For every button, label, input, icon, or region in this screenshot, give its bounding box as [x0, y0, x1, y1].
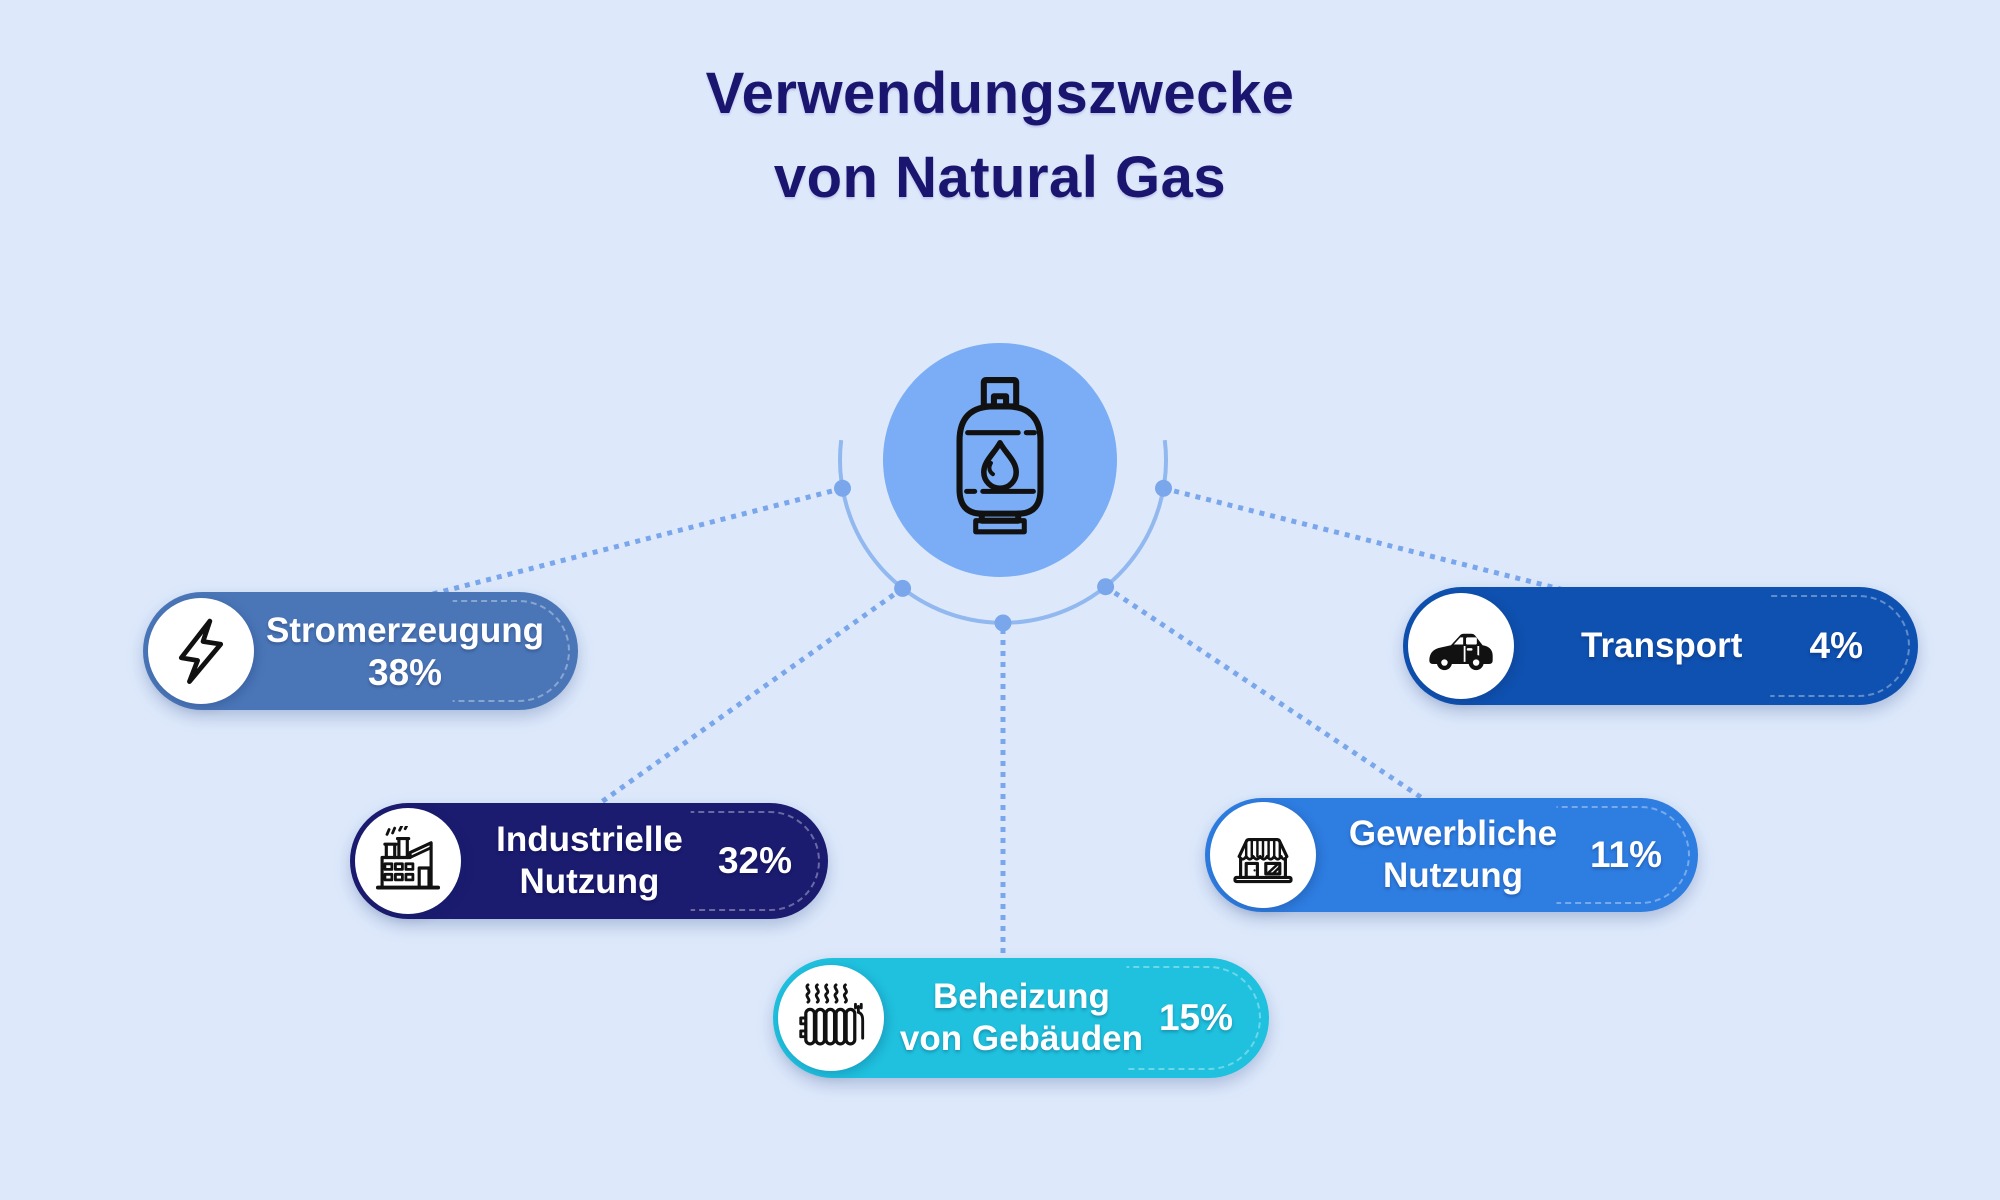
gas-cylinder-icon: [956, 377, 1044, 535]
gas-cylinder-hub: [883, 343, 1117, 577]
pill-label: Gewerbliche Nutzung: [1348, 814, 1558, 895]
page-title: Verwendungszwecke von Natural Gas: [0, 52, 2000, 220]
connector-gewerbliche: [1104, 584, 1442, 813]
pill-percent: 38%: [367, 652, 443, 693]
pill-label: Industrielle Nutzung: [496, 820, 683, 901]
pill-label: Beheizung von Gebäuden: [899, 977, 1144, 1058]
pill-beheizung: Beheizung von Gebäuden 15%: [773, 958, 1269, 1078]
pill-label: Stromerzeugung: [265, 611, 545, 650]
page-title-line1: Verwendungszwecke: [705, 61, 1295, 126]
factory-icon: [375, 826, 441, 890]
pill-label: Transport: [1581, 626, 1743, 665]
connector-stromerzeugung: [389, 485, 844, 608]
pill-percent: 15%: [1158, 997, 1233, 1038]
car-icon: [1429, 633, 1493, 671]
lightning-icon: [178, 618, 224, 684]
pill-percent: 32%: [717, 840, 792, 881]
pill-industrielle-nutzung: Industrielle Nutzung 32%: [350, 803, 828, 919]
icon-badge: [778, 965, 884, 1071]
pill-percent: 11%: [1589, 834, 1662, 875]
radiator-icon: [799, 983, 865, 1046]
pill-stromerzeugung: Stromerzeugung 38%: [143, 592, 578, 710]
connector-industrielle: [553, 586, 905, 838]
storefront-icon: [1233, 838, 1293, 884]
icon-badge: [355, 808, 461, 914]
pill-transport: Transport 4%: [1403, 587, 1918, 705]
page-title-line2: von Natural Gas: [773, 145, 1227, 210]
arc-node-dots: [834, 479, 1172, 632]
icon-badge: [1408, 593, 1514, 699]
pill-gewerbliche-nutzung: Gewerbliche Nutzung 11%: [1205, 798, 1698, 912]
pill-percent: 4%: [1809, 625, 1863, 666]
icon-badge: [148, 598, 254, 704]
icon-badge: [1210, 802, 1316, 908]
